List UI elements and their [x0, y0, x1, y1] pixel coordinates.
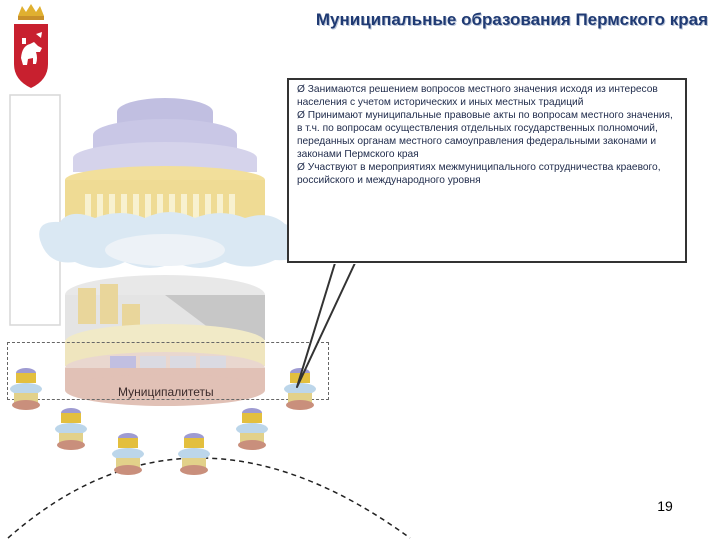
municipality-unit — [10, 368, 42, 410]
callout-box: Ø Занимаются решением вопросов местного … — [287, 78, 687, 263]
callout-item: Ø Участвуют в мероприятиях межмуниципаль… — [297, 162, 661, 186]
brown-base-bottom — [65, 374, 265, 406]
business-sector — [165, 295, 265, 340]
pillars — [85, 194, 235, 228]
callout-item: Ø Принимают муниципальные правовые акты … — [297, 110, 673, 160]
municipal-structure-diagram — [9, 94, 298, 406]
page-number: 19 — [657, 498, 673, 514]
side-frame — [9, 94, 61, 326]
page-title: Муниципальные образования Пермского края — [315, 10, 708, 29]
municipality-unit — [112, 433, 144, 475]
services-market-platform — [105, 234, 225, 266]
municipality-unit — [236, 408, 268, 450]
callout-item: Ø Занимаются решением вопросов местного … — [297, 84, 658, 108]
municipalities-frame — [7, 342, 329, 400]
perm-krai-coat-of-arms-icon — [14, 4, 48, 88]
municipality-unit — [178, 433, 210, 475]
callout-pointer — [296, 255, 357, 388]
municipalities-label: Муниципалитеты — [118, 385, 214, 399]
municipality-arc — [7, 457, 411, 539]
municipality-unit — [55, 408, 87, 450]
